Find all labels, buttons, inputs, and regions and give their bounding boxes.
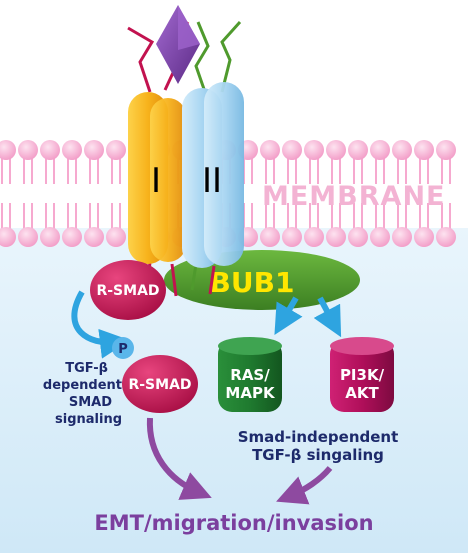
lipid-head (348, 227, 368, 247)
lipid-head (414, 227, 434, 247)
ras-mapk-line1: RAS/ (230, 366, 270, 384)
lipid-head (414, 140, 434, 160)
tgfb-dependent-line4: signaling (55, 412, 122, 427)
lipid-head (392, 140, 412, 160)
lipid-head (0, 140, 16, 160)
lipid-head (62, 140, 82, 160)
tgfb-dependent-line2: dependent (43, 378, 122, 393)
outcome-label: EMT/migration/invasion (94, 511, 373, 535)
rsmad-top-protein (90, 260, 166, 320)
lipid-head (326, 227, 346, 247)
lipid-head (436, 227, 456, 247)
membrane-label: MEMBRANE (262, 181, 446, 212)
pi3k-akt-line1: PI3K/ (340, 366, 385, 384)
lipid-head (370, 140, 390, 160)
arrow-independent-to-outcome (276, 466, 333, 505)
lipid-head (436, 140, 456, 160)
tgfb-dependent-line1: TGF-β (65, 361, 108, 376)
lipid-head (84, 227, 104, 247)
arrow-smad-to-outcome (146, 417, 212, 500)
ras-mapk-line2: MAPK (225, 384, 276, 402)
lipid-head (0, 227, 16, 247)
lipid-head (282, 227, 302, 247)
lipid-head (260, 227, 280, 247)
tgfb-dependent-line3: SMAD (69, 395, 112, 410)
type-two-receptor-label: II (202, 161, 222, 201)
type-one-receptor-label: I (151, 161, 161, 201)
bub1-protein (164, 250, 360, 310)
lipid-head (62, 227, 82, 247)
bub1-label: BUB1 (210, 266, 295, 299)
rsmad-top-label: R-SMAD (96, 283, 159, 299)
lipid-head (260, 140, 280, 160)
tgfb-dependent-label: TGF-β dependent SMAD signaling (43, 361, 122, 427)
lipid-head (304, 227, 324, 247)
lipid-head (106, 140, 126, 160)
lipid-head (40, 227, 60, 247)
lipid-head (304, 140, 324, 160)
pi3k-akt-protein (330, 337, 394, 412)
phosphate-marker (112, 337, 134, 359)
lipid-head (282, 140, 302, 160)
arrow-to-ras-mapk (274, 296, 303, 335)
lipid-head (392, 227, 412, 247)
lipid-head (18, 227, 38, 247)
pi3k-akt-line2: AKT (345, 384, 379, 402)
rsmad-bottom-protein (122, 355, 198, 413)
ras-mapk-protein (218, 337, 282, 412)
phosphate-label: P (118, 342, 128, 357)
lipid-head (18, 140, 38, 160)
lipid-head (348, 140, 368, 160)
phosphorylation-arrow (71, 290, 130, 359)
lipid-head (326, 140, 346, 160)
lipid-head (40, 140, 60, 160)
arrow-to-pi3k-akt (313, 296, 342, 338)
smad-independent-line2: TGF-β singaling (252, 446, 384, 464)
rsmad-bottom-label: R-SMAD (128, 377, 191, 393)
lipid-head (84, 140, 104, 160)
lipid-head (106, 227, 126, 247)
lipid-head (370, 227, 390, 247)
smad-independent-line1: Smad-independent (238, 428, 399, 446)
